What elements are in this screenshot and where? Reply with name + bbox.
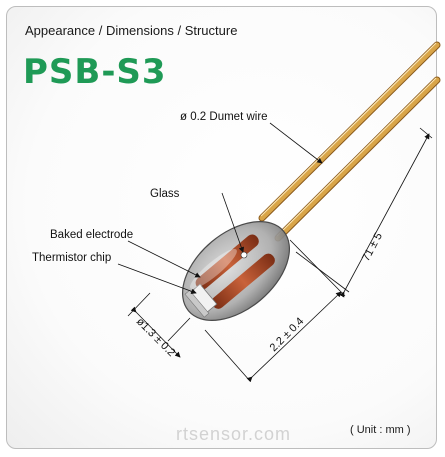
units-note: ( Unit : mm ) — [350, 424, 411, 436]
lead-length-value: 71 ± 5 — [360, 231, 385, 264]
electrode-label: Baked electrode — [50, 229, 133, 241]
wire-label: ø 0.2 Dumet wire — [180, 111, 268, 123]
lead-length-dimension — [295, 127, 433, 298]
wire-leader — [269, 122, 323, 164]
watermark: rtsensor.com — [176, 424, 292, 444]
section-title: Appearance / Dimensions / Structure — [25, 23, 238, 38]
electrode-leader — [127, 240, 201, 278]
chip-label: Thermistor chip — [32, 252, 111, 264]
glass-label: Glass — [150, 188, 180, 200]
chip-leader — [117, 263, 197, 294]
dumet-wire-upper — [258, 41, 441, 222]
body-diameter-value: ø1.3 ± 0.2 — [134, 316, 177, 359]
dumet-wire-lower — [274, 76, 441, 242]
body-length-value: 2.2 ± 0.4 — [268, 315, 307, 354]
glass-bead — [181, 221, 291, 321]
glass-leader — [221, 192, 245, 253]
body-length-dimension — [204, 239, 346, 383]
model-title: PSB-S3 — [23, 52, 167, 92]
baked-electrode-lower — [211, 253, 275, 309]
body-diameter-dimension — [127, 292, 191, 358]
